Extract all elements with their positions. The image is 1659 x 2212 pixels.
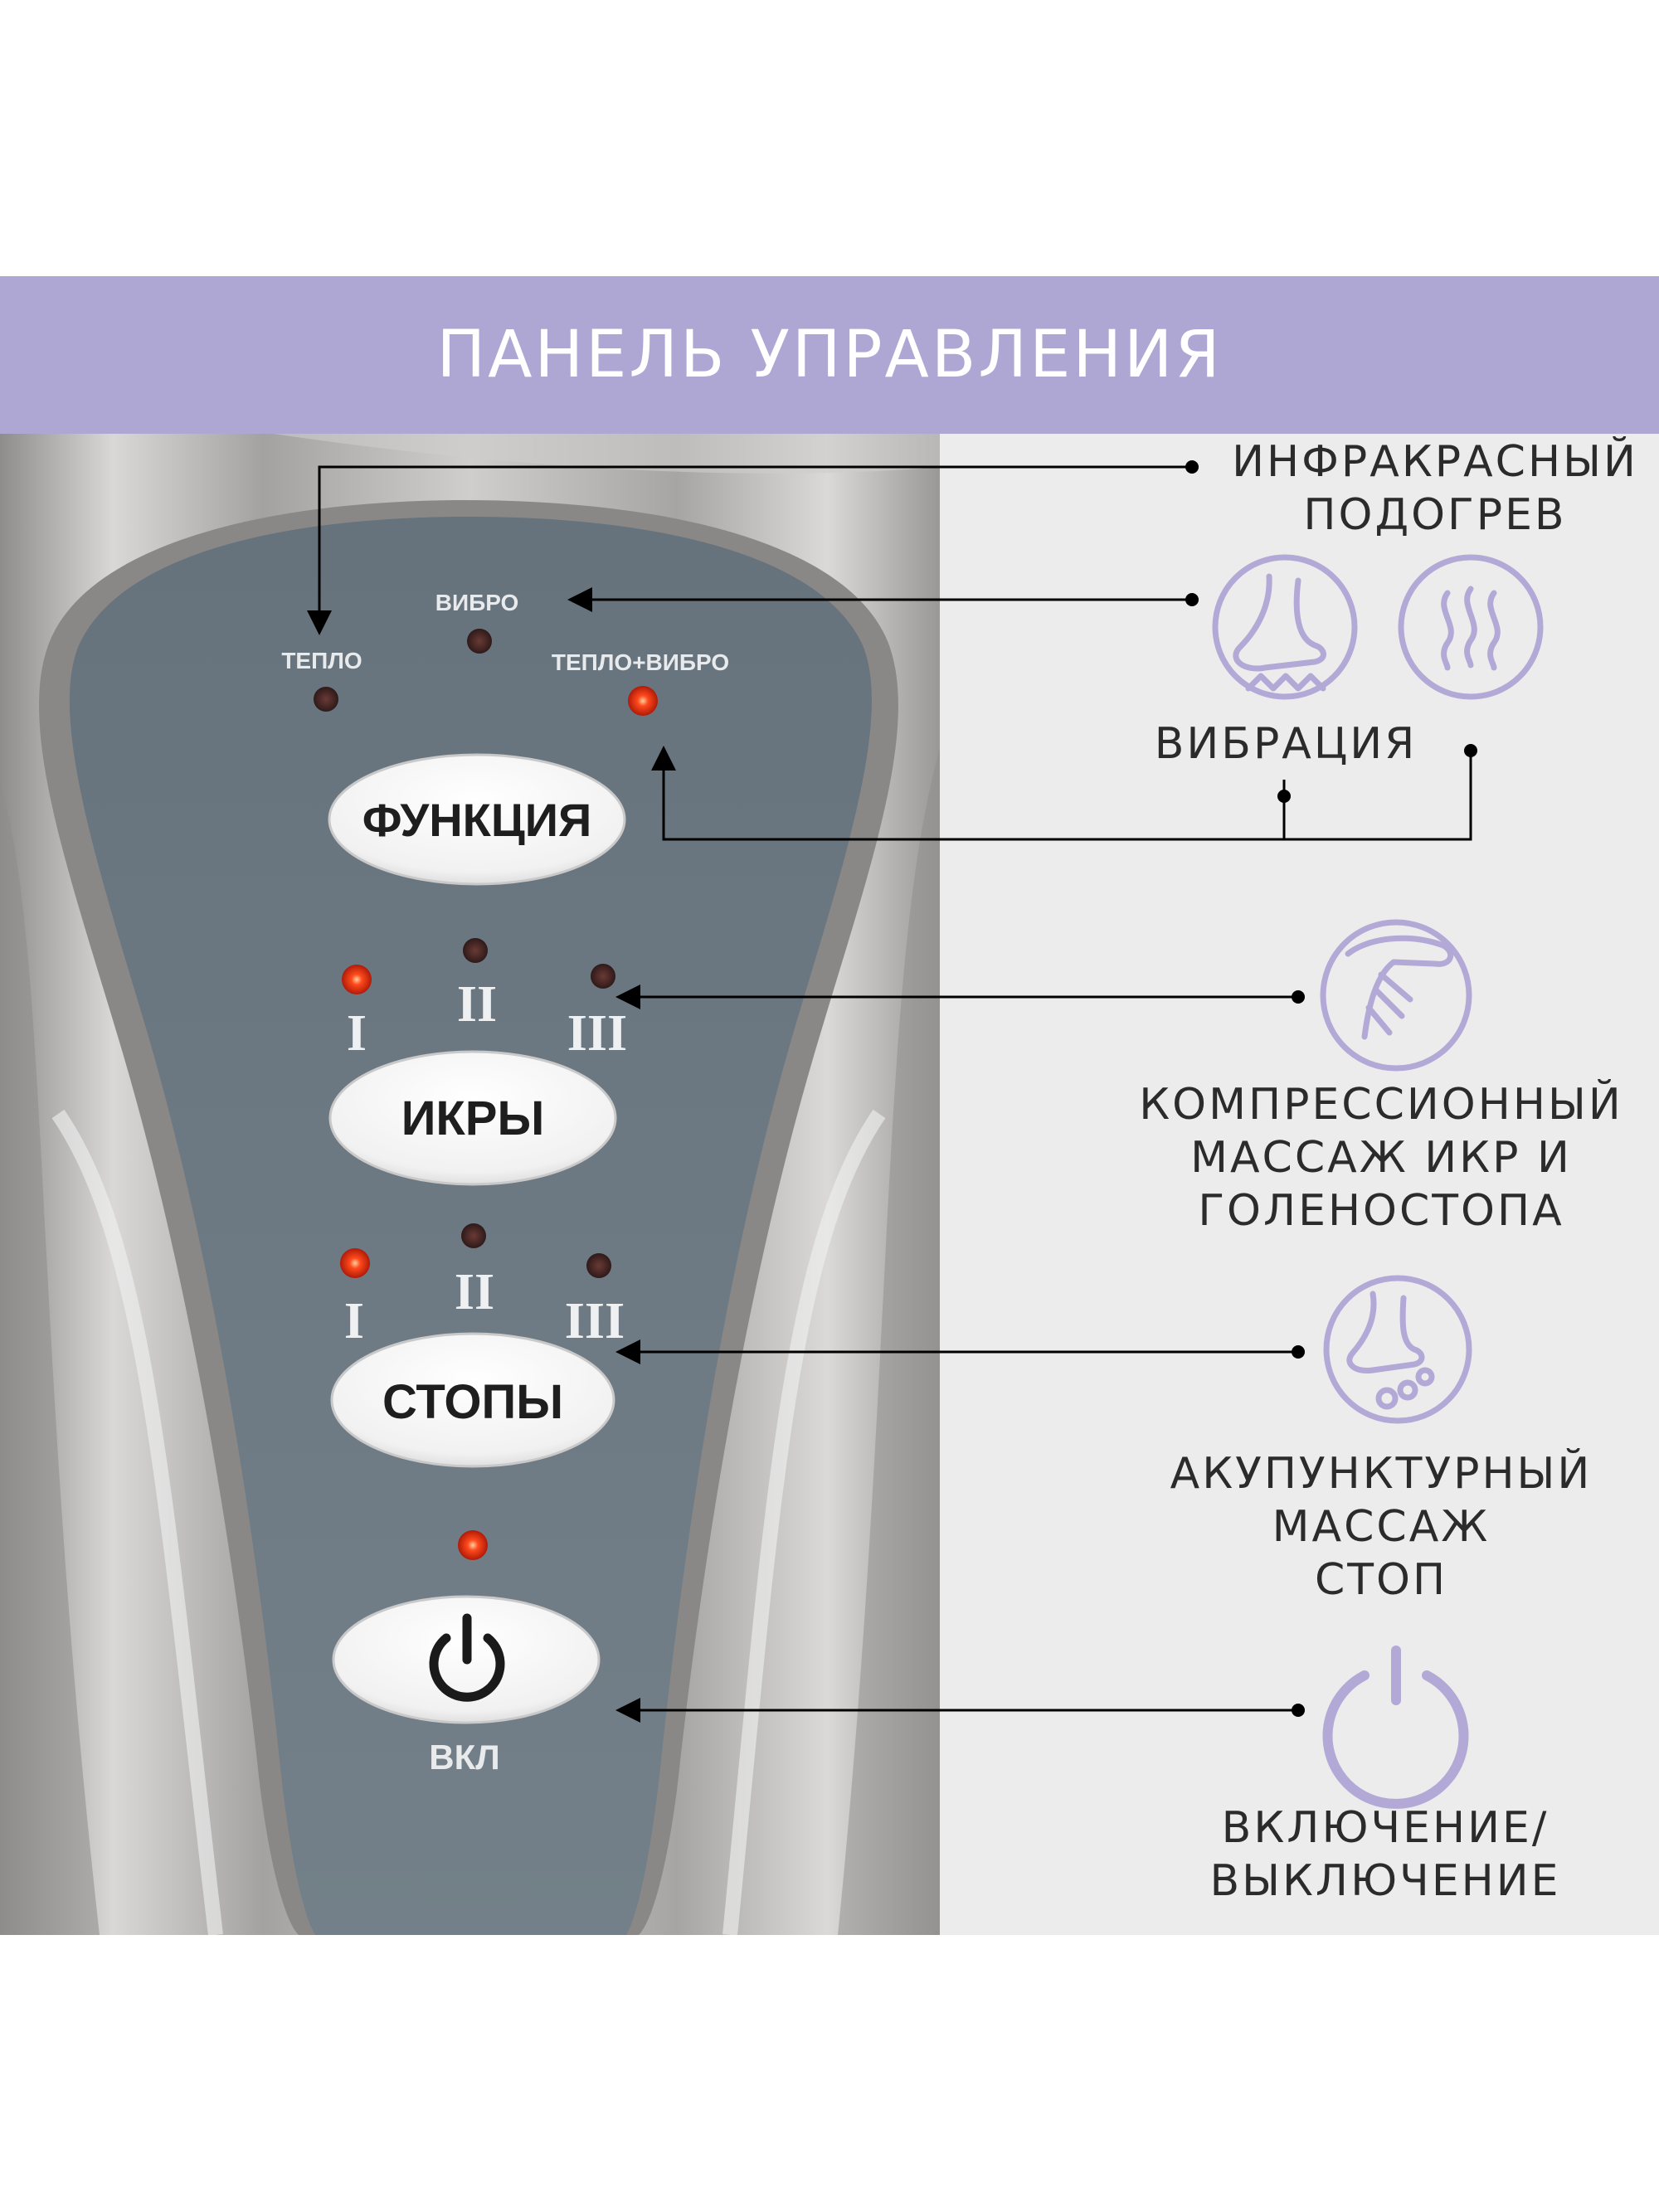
foot-acupressure-icon [1323,1275,1472,1424]
led-calves-3 [591,964,615,989]
feature-acupuncture-line1: АКУПУНКТУРНЫЙ [1170,1449,1593,1499]
led-teplo [314,687,338,712]
feature-vibration: ВИБРАЦИЯ [1154,719,1418,769]
foot-vibration-icon [1212,554,1358,700]
feet-button[interactable]: СТОПЫ [382,1375,563,1429]
feature-compression-line3: ГОЛЕНОСТОПА [1198,1186,1564,1236]
feature-compression: КОМПРЕССИОННЫЙ МАССАЖ ИКР И ГОЛЕНОСТОПА [1112,1078,1651,1237]
feet-level-1: I [344,1293,364,1349]
feature-power-line1: ВКЛЮЧЕНИЕ/ [1221,1803,1550,1853]
callout-dots [1185,460,1477,1717]
led-power [458,1530,488,1560]
page-title: ПАНЕЛЬ УПРАВЛЕНИЯ [436,318,1223,392]
function-button-shape[interactable] [328,753,626,886]
led-calves-1 [342,965,372,994]
indicator-label-vibro: ВИБРО [435,590,519,615]
led-vibro [467,629,492,654]
feet-button-shape[interactable] [330,1332,615,1468]
calves-button[interactable]: ИКРЫ [401,1091,545,1145]
calves-level-3: III [567,1005,627,1062]
feet-level-2: II [455,1264,494,1320]
led-feet-1 [340,1248,370,1278]
feature-compression-line1: КОМПРЕССИОННЫЙ [1139,1080,1623,1130]
led-feet-2 [461,1223,486,1248]
power-caption: ВКЛ [429,1738,499,1777]
callout-lines [307,465,1472,1723]
feature-infrared-line2: ПОДОГРЕВ [1303,490,1567,540]
indicator-label-teplo: ТЕПЛО [281,648,362,673]
feature-infrared-line1: ИНФРАКРАСНЫЙ [1232,437,1638,487]
led-teplo-vibro [628,686,658,716]
title-banner: ПАНЕЛЬ УПРАВЛЕНИЯ [0,276,1659,434]
feature-compression-line2: МАССАЖ ИКР И [1190,1133,1572,1183]
led-calves-2 [463,938,488,963]
feature-acupuncture: АКУПУНКТУРНЫЙ МАССАЖ СТОП [1128,1447,1634,1607]
feature-power-line2: ВЫКЛЮЧЕНИЕ [1209,1856,1561,1906]
calves-button-shape[interactable] [328,1050,617,1186]
device-body: ВИБРО ТЕПЛО ТЕПЛО+ВИБРО ФУНКЦИЯ I II III… [0,434,940,1935]
feet-level-3: III [565,1293,625,1349]
power-button-icon[interactable] [429,1613,505,1702]
function-button[interactable]: ФУНКЦИЯ [362,794,592,846]
calves-level-2: II [457,976,497,1033]
feature-power: ВКЛЮЧЕНИЕ/ ВЫКЛЮЧЕНИЕ [1161,1801,1609,1908]
feature-infrared: ИНФРАКРАСНЫЙ ПОДОГРЕВ [1219,435,1651,542]
feature-acupuncture-line3: СТОП [1314,1555,1448,1605]
device-photo: ВИБРО ТЕПЛО ТЕПЛО+ВИБРО ФУНКЦИЯ I II III… [0,434,940,1935]
led-feet-3 [586,1253,611,1278]
power-icon [1322,1646,1469,1809]
heat-waves-icon [1398,554,1544,700]
indicator-label-teplo-vibro: ТЕПЛО+ВИБРО [552,649,729,675]
feature-acupuncture-line2: МАССАЖ [1272,1502,1491,1552]
calves-level-1: I [347,1005,367,1062]
leg-compression-icon [1320,919,1472,1072]
